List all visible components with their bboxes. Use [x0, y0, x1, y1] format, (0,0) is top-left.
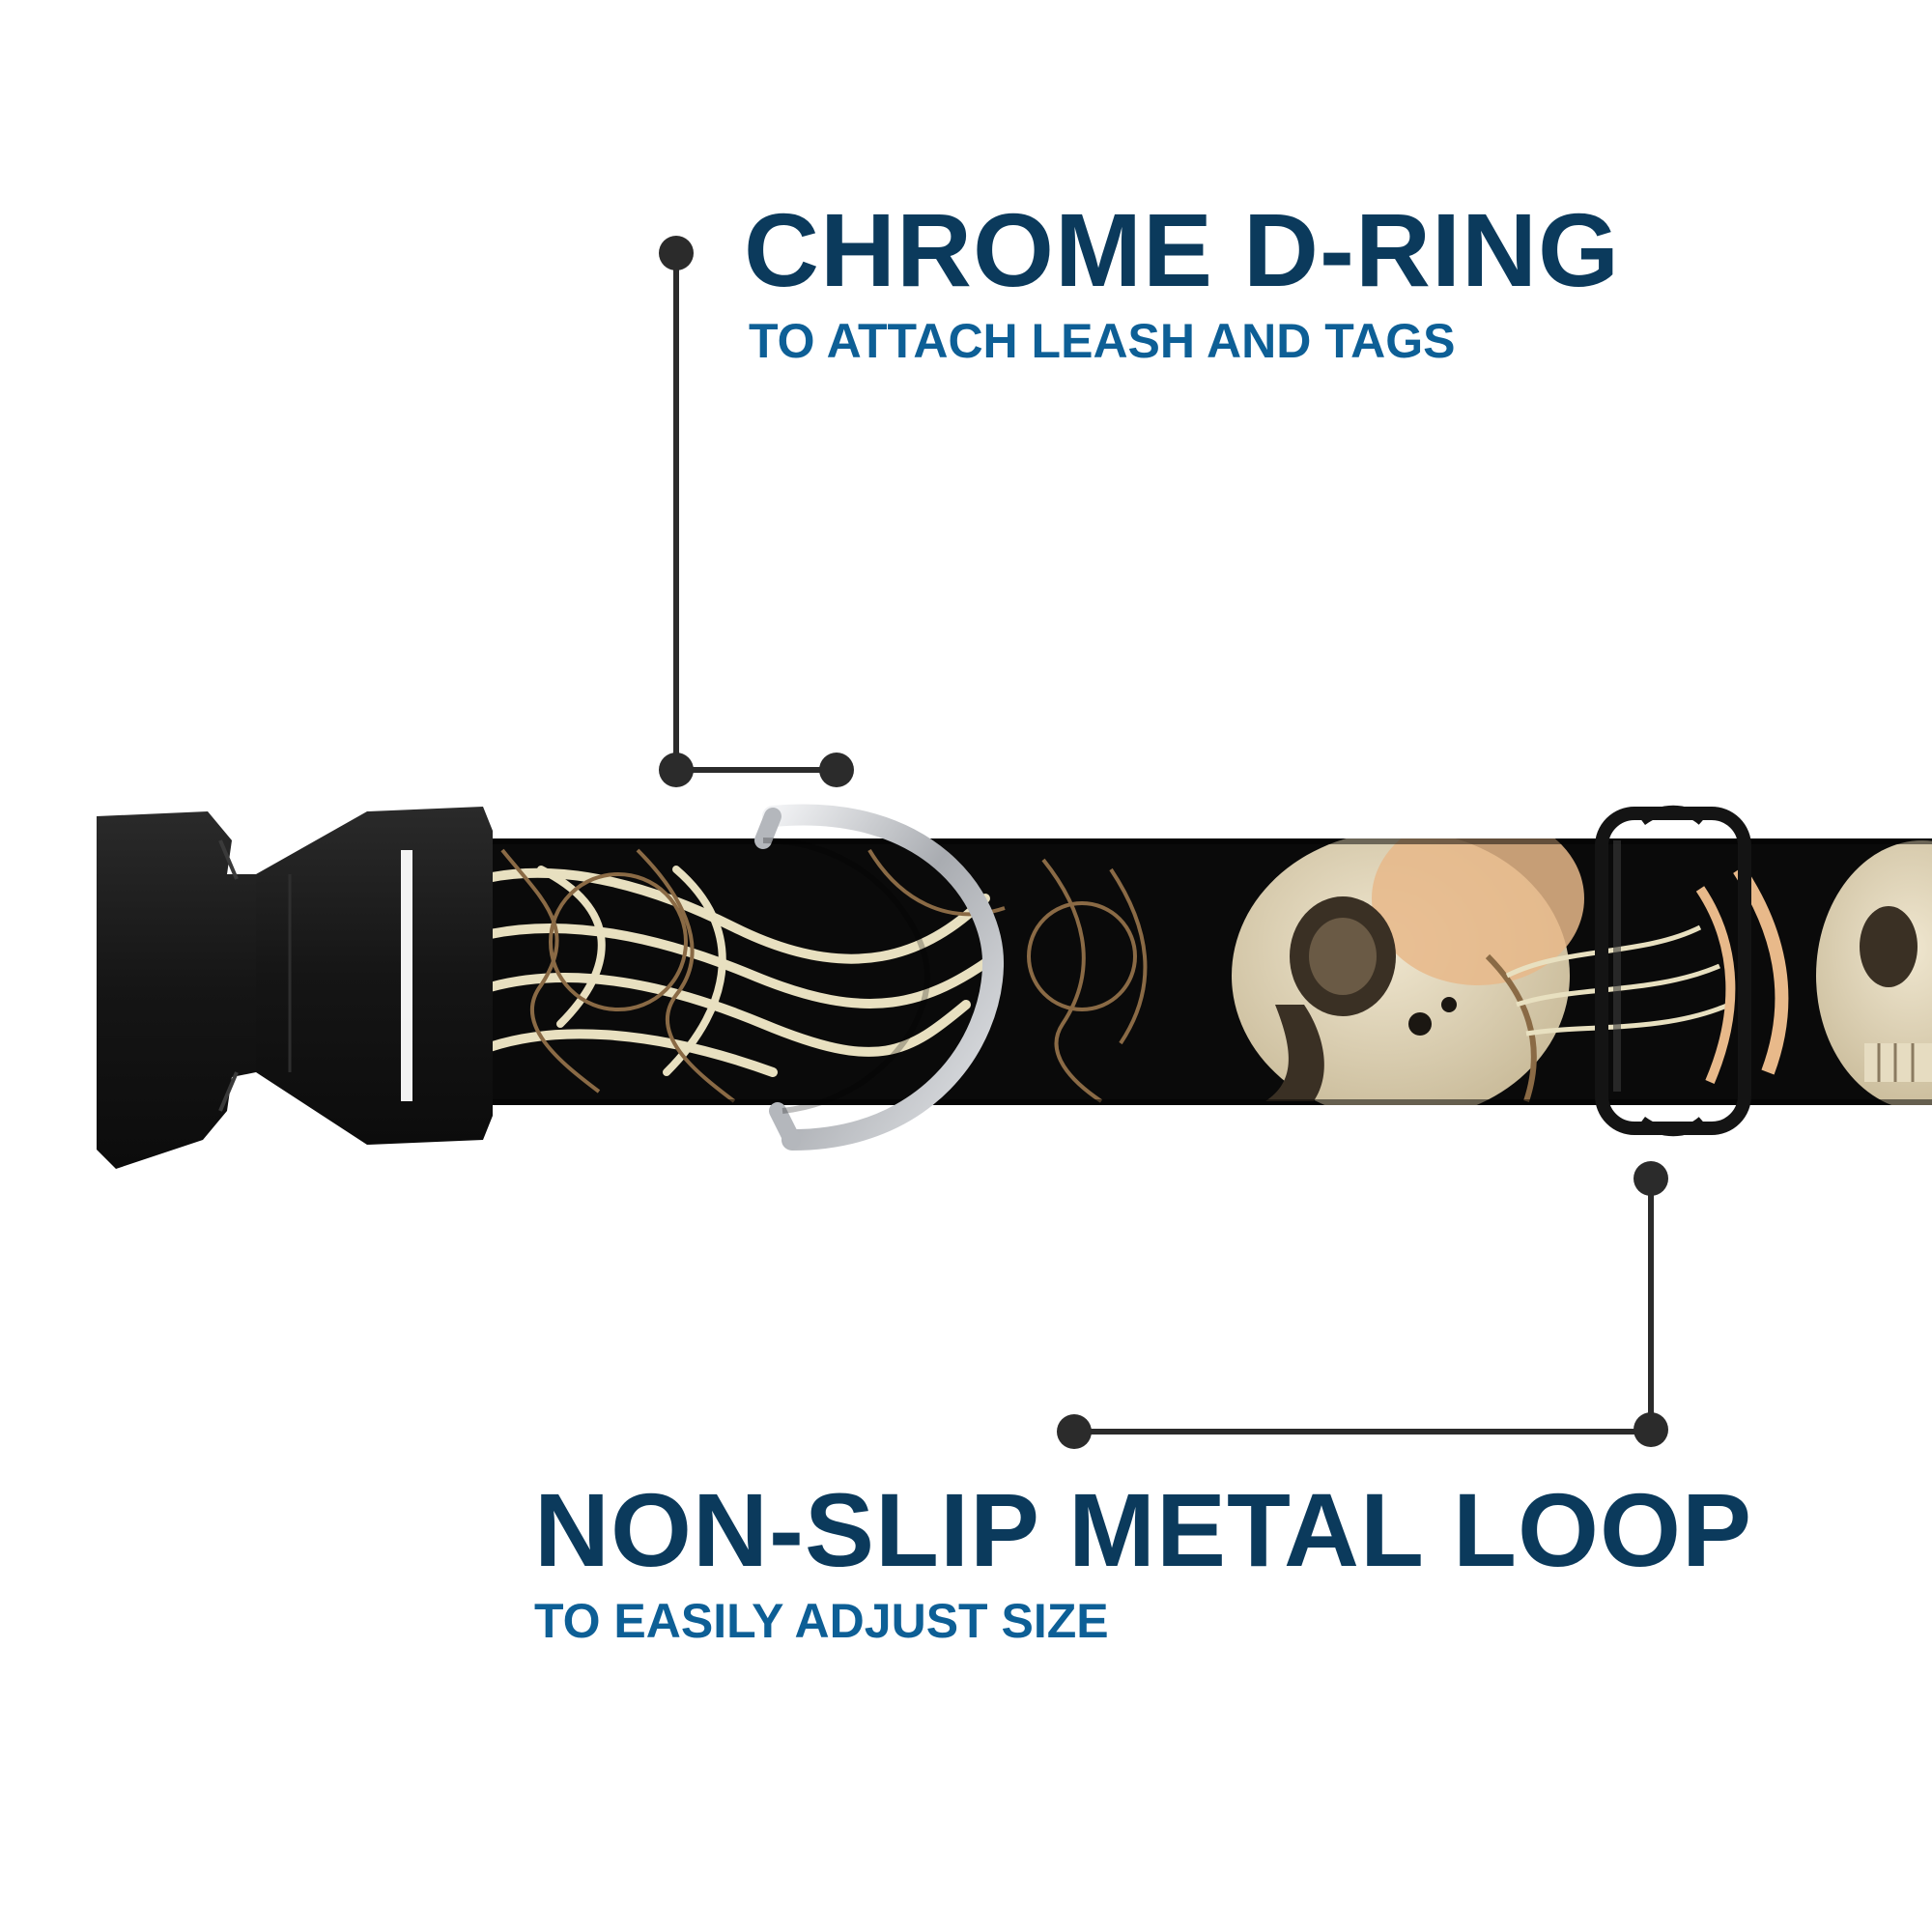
- d-ring-icon: [754, 804, 1005, 1151]
- dring-callout-title: CHROME D-RING: [744, 191, 1620, 308]
- skull-wings-pattern: [411, 838, 1932, 1105]
- collar-strap: [406, 838, 1932, 1105]
- skull-graphic: [1232, 838, 1584, 1105]
- side-release-buckle-icon: [97, 807, 493, 1169]
- loop-leader-line: [1057, 1161, 1668, 1449]
- skull-graphic: [1816, 840, 1932, 1105]
- loop-callout-subtitle: TO EASILY ADJUST SIZE: [534, 1594, 1109, 1648]
- loop-callout-title: NON-SLIP METAL LOOP: [534, 1471, 1753, 1588]
- dring-callout-subtitle: TO ATTACH LEASH AND TAGS: [749, 314, 1456, 368]
- slide-loop-icon: [1595, 805, 1751, 1137]
- dring-leader-line: [659, 236, 854, 787]
